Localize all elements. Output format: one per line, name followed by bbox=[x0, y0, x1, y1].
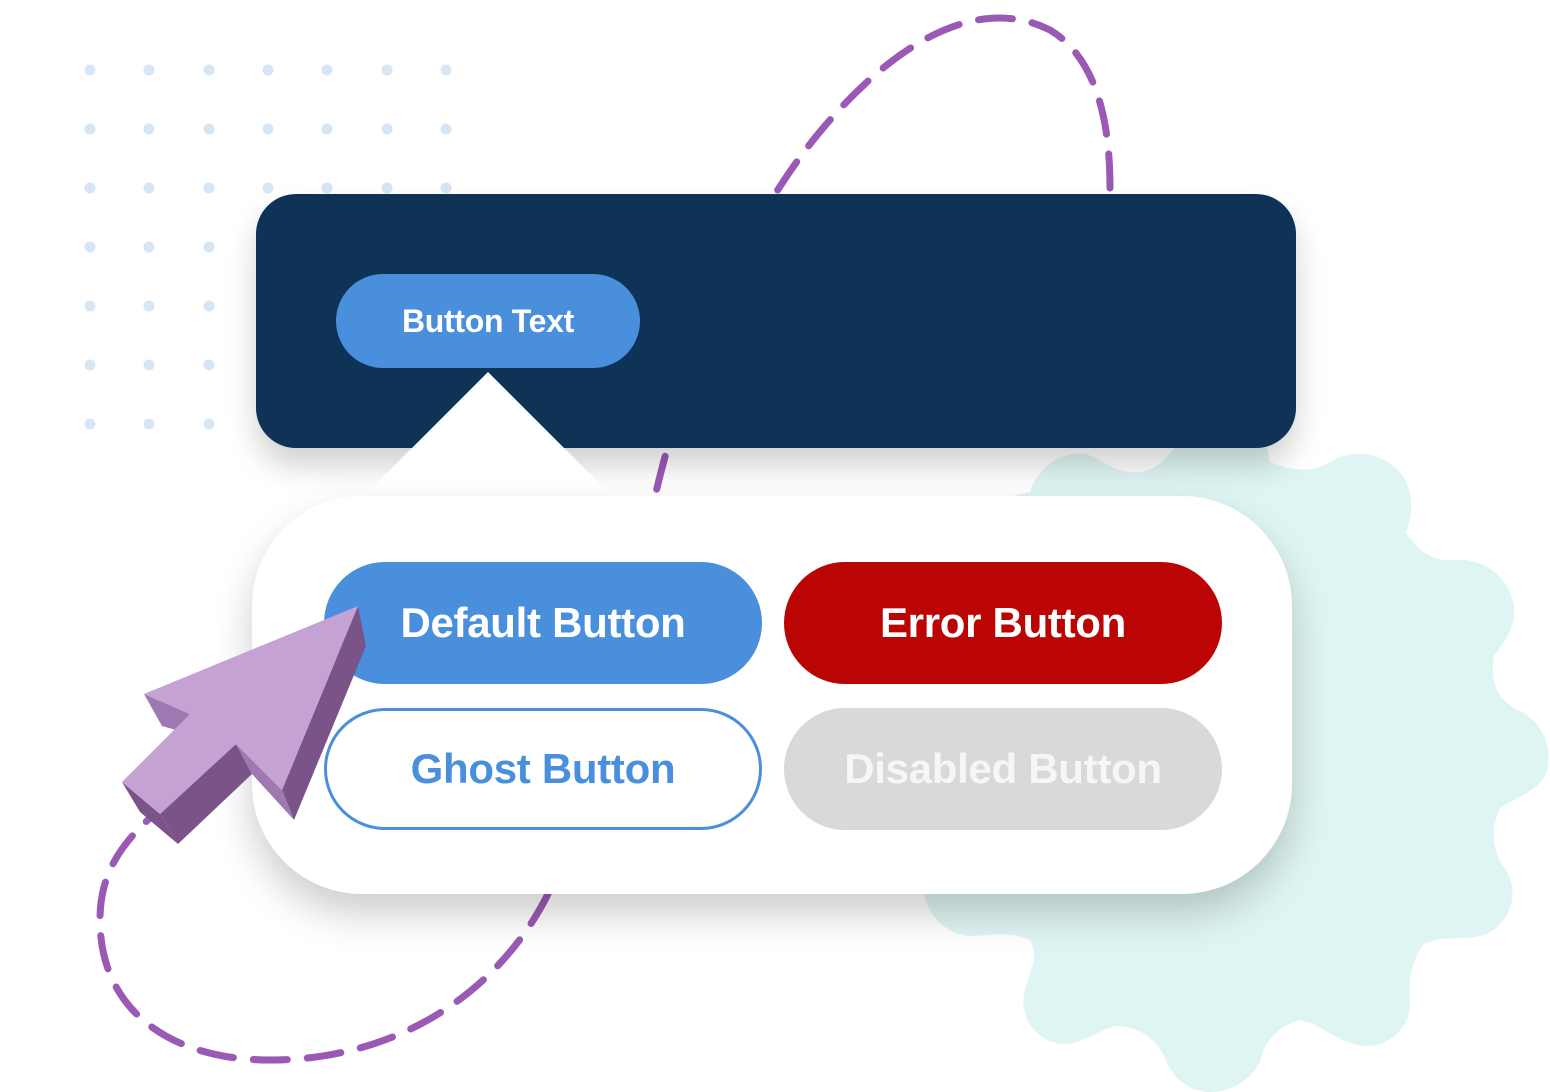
error-button[interactable]: Error Button bbox=[784, 562, 1222, 684]
grid-dot bbox=[143, 359, 155, 371]
callout-pointer bbox=[360, 372, 616, 500]
grid-dot bbox=[203, 123, 215, 135]
button-text-sample[interactable]: Button Text bbox=[336, 274, 640, 368]
grid-dot bbox=[84, 182, 96, 194]
grid-dot bbox=[84, 241, 96, 253]
grid-dot bbox=[440, 64, 452, 76]
grid-dot bbox=[203, 300, 215, 312]
grid-dot bbox=[381, 123, 393, 135]
grid-dot bbox=[84, 300, 96, 312]
grid-dot bbox=[203, 359, 215, 371]
disabled-button: Disabled Button bbox=[784, 708, 1222, 830]
grid-dot bbox=[262, 64, 274, 76]
grid-dot bbox=[440, 182, 452, 194]
grid-dot bbox=[381, 64, 393, 76]
dashed-path-lower bbox=[96, 814, 552, 1064]
grid-dot bbox=[381, 182, 393, 194]
grid-dot bbox=[84, 418, 96, 430]
grid-dot bbox=[321, 182, 333, 194]
default-button[interactable]: Default Button bbox=[324, 562, 762, 684]
preview-panel: Button Text bbox=[256, 194, 1296, 448]
grid-dot bbox=[84, 123, 96, 135]
button-variants-card: Default Button Error Button Ghost Button… bbox=[252, 496, 1292, 894]
grid-dot bbox=[321, 64, 333, 76]
ghost-button[interactable]: Ghost Button bbox=[324, 708, 762, 830]
grid-dot bbox=[143, 418, 155, 430]
grid-dot bbox=[203, 64, 215, 76]
grid-dot bbox=[262, 123, 274, 135]
grid-dot bbox=[143, 123, 155, 135]
grid-dot bbox=[203, 241, 215, 253]
grid-dot bbox=[440, 123, 452, 135]
grid-dot bbox=[143, 182, 155, 194]
grid-dot bbox=[143, 241, 155, 253]
grid-dot bbox=[203, 182, 215, 194]
grid-dot bbox=[262, 182, 274, 194]
grid-dot bbox=[84, 359, 96, 371]
grid-dot bbox=[321, 123, 333, 135]
grid-dot bbox=[143, 300, 155, 312]
grid-dot bbox=[143, 64, 155, 76]
dot-grid-decoration bbox=[84, 64, 452, 430]
grid-dot bbox=[203, 418, 215, 430]
grid-dot bbox=[84, 64, 96, 76]
